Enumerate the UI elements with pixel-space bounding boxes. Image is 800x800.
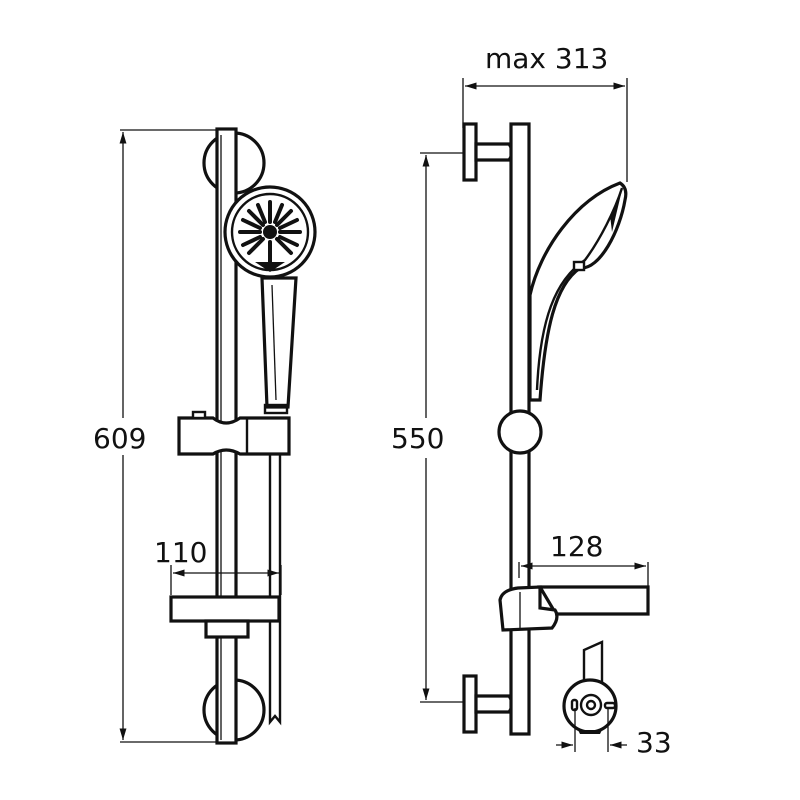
hose: [268, 450, 282, 726]
dimension-label-128: 128: [550, 530, 603, 563]
soap-dish-front: [169, 595, 281, 623]
dimension-label-max-313: max 313: [485, 42, 608, 75]
soap-dish-nut: [204, 619, 250, 639]
dimension-128: 128: [518, 530, 649, 600]
bracket-detail: 33: [556, 640, 672, 759]
dimension-label-609: 609: [93, 422, 146, 455]
slider-holder: [177, 410, 291, 456]
wall-bracket-side-top: [462, 122, 514, 182]
slider-ball-joint: [497, 409, 543, 455]
hand-shower-front: [223, 185, 317, 415]
side-view: max 313 550: [391, 42, 672, 759]
hand-shower-side: [528, 181, 628, 402]
dimension-label-550: 550: [391, 422, 444, 455]
soap-dish-side: [498, 585, 650, 632]
wall-bracket-side-bottom: [462, 674, 514, 734]
front-view: 609: [93, 127, 317, 745]
dimension-max-313: max 313: [462, 42, 628, 182]
dimension-110: 110: [154, 536, 282, 595]
dimension-609: 609: [93, 129, 230, 743]
dimension-label-33: 33: [636, 726, 672, 759]
dimension-label-110: 110: [154, 536, 207, 569]
dimension-550: 550: [391, 152, 465, 703]
